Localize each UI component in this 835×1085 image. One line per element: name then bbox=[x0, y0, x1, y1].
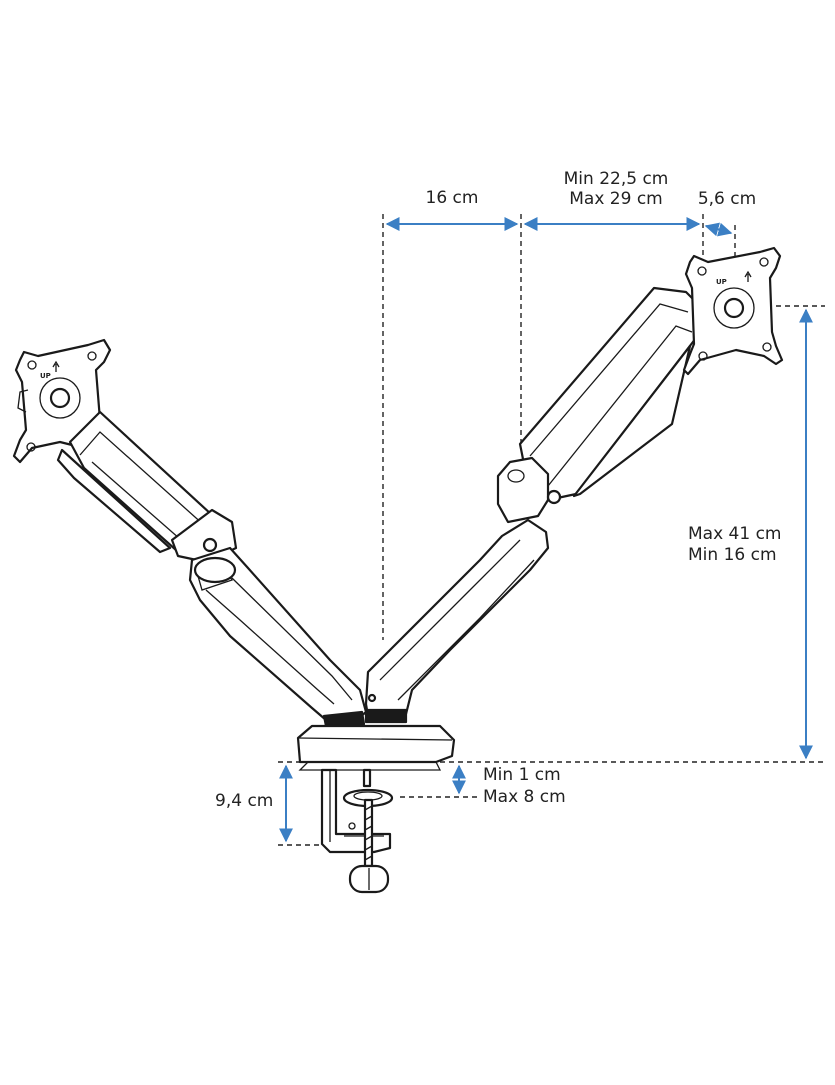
arm-reach-max-label: Max 29 cm bbox=[569, 189, 663, 209]
dimension-labels: 16 cm Min 22,5 cm Max 29 cm 5,6 cm Max 4… bbox=[215, 169, 782, 811]
left-gas-arm bbox=[56, 410, 238, 564]
arm-offset-label: 16 cm bbox=[426, 188, 479, 208]
tilt-depth-label: 5,6 cm bbox=[698, 189, 756, 209]
desk-thickness-max-label: Max 8 cm bbox=[483, 787, 566, 807]
left-up-marking: UP bbox=[40, 372, 51, 380]
left-lower-arm bbox=[188, 546, 368, 728]
right-up-marking: UP bbox=[716, 278, 727, 286]
desk-clamp bbox=[296, 724, 456, 894]
arm-reach-min-label: Min 22,5 cm bbox=[564, 169, 669, 189]
desk-thickness-min-label: Min 1 cm bbox=[483, 765, 561, 785]
tilt-depth-arrow bbox=[704, 222, 733, 237]
dimension-arrows bbox=[279, 217, 813, 843]
clamp-height-label: 9,4 cm bbox=[215, 791, 273, 811]
height-min-label: Min 16 cm bbox=[688, 545, 777, 565]
right-vesa-plate: UP bbox=[682, 246, 784, 376]
right-lower-arm bbox=[364, 518, 550, 724]
height-max-label: Max 41 cm bbox=[688, 524, 782, 544]
right-gas-arm bbox=[496, 286, 702, 524]
